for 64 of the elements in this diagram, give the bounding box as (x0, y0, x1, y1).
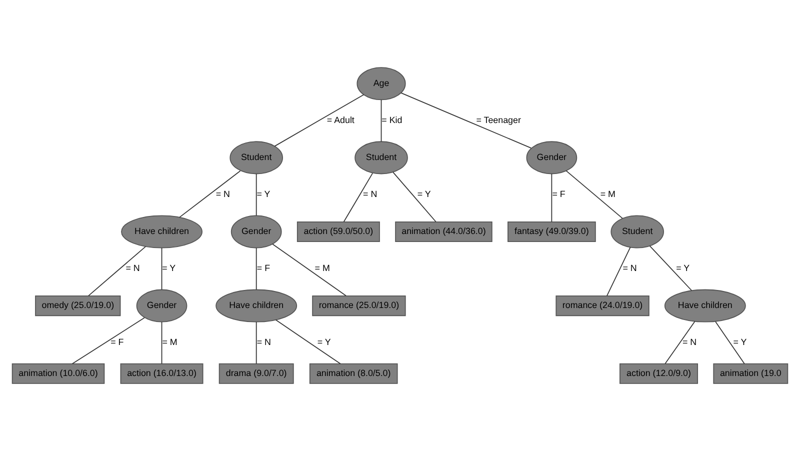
connector (72, 316, 145, 364)
edge-label: = Y (256, 188, 270, 198)
edge-label: = Y (162, 262, 176, 273)
connector (664, 320, 696, 364)
connector (343, 172, 374, 222)
connector (715, 320, 745, 364)
connector (161, 247, 162, 290)
connector (179, 170, 241, 218)
node-box: romance (24.0/19.0) (556, 295, 650, 316)
node-box: action (12.0/9.0) (620, 362, 698, 384)
edge-label: = F (110, 336, 124, 347)
edge-label: = F (256, 262, 270, 273)
node-ellipse: Gender (230, 214, 282, 248)
node-ellipse: Student (230, 140, 283, 174)
connector (161, 321, 162, 364)
edge-label: = Y (733, 336, 747, 347)
edge-label: = Teenager (476, 114, 521, 124)
edge-label: = N (216, 188, 230, 198)
connector (551, 172, 552, 222)
node-box: fantasy (49.0/39.0) (508, 220, 596, 242)
node-ellipse: Gender (136, 288, 188, 322)
node-box: drama (9.0/7.0) (218, 362, 294, 384)
connector (272, 243, 346, 296)
edge-label: = N (622, 262, 637, 273)
node-ellipse: Student (610, 214, 664, 248)
edge-label: = Adult (326, 114, 354, 124)
edge-label: = Kid (382, 114, 402, 124)
connector (275, 318, 341, 364)
node-box: omedy (25.0/19.0) (35, 295, 121, 316)
node-box: animation (10.0/6.0) (12, 362, 105, 384)
node-box: action (59.0/50.0) (296, 220, 380, 242)
connector (88, 246, 146, 296)
node-ellipse: Have children (216, 288, 298, 322)
edge-label: = M (314, 262, 330, 273)
node-ellipse: Student (354, 140, 408, 174)
node-ellipse: Have children (664, 288, 746, 322)
connector (392, 171, 436, 222)
node-box: romance (25.0/19.0) (312, 295, 406, 316)
node-box: action (16.0/13.0) (120, 362, 204, 384)
edge-label: = F (552, 188, 566, 198)
connector (649, 244, 692, 290)
connector (274, 94, 364, 146)
edge-label: = N (256, 336, 271, 347)
node-box: animation (19.0 (713, 362, 788, 384)
connector (380, 98, 382, 142)
connector (256, 172, 257, 216)
connector (256, 321, 257, 364)
connector (566, 170, 623, 218)
edge-label: = M (600, 188, 616, 198)
node-box: animation (8.0/5.0) (309, 362, 398, 384)
connector (400, 92, 532, 148)
edge-label: = N (126, 262, 140, 273)
node-ellipse: Have children (121, 214, 202, 248)
node-ellipse: Age (356, 66, 406, 100)
node-box: animation (44.0/36.0) (395, 220, 492, 242)
edge-label: = M (162, 336, 178, 347)
connector (256, 247, 257, 290)
node-ellipse: Gender (526, 140, 578, 174)
edge-label: = N (363, 188, 378, 198)
connector (606, 246, 631, 296)
edge-label: = N (682, 336, 697, 347)
edge-label: = Y (317, 336, 331, 347)
edge-label: = Y (676, 262, 690, 273)
edge-label: = Y (417, 188, 431, 198)
